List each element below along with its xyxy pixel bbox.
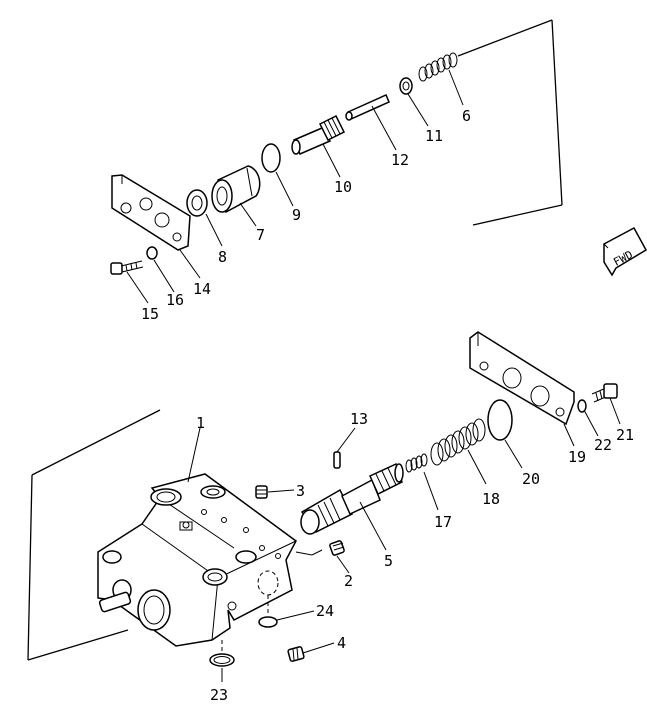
callout-9: 9 <box>292 206 301 224</box>
roll-pin <box>333 451 341 469</box>
plug-top <box>255 485 268 499</box>
valve-body <box>97 473 297 647</box>
cover-plate <box>469 331 575 426</box>
plug-side <box>329 540 345 556</box>
sleeve <box>211 165 261 214</box>
callout-1: 1 <box>196 414 205 432</box>
spring-upper <box>418 52 458 82</box>
plug-bottom <box>287 646 305 662</box>
callout-15: 15 <box>141 305 159 323</box>
fwd-arrow: FWD <box>603 226 647 277</box>
bolt-lower <box>591 383 618 403</box>
bolt-top <box>110 260 144 275</box>
callout-6: 6 <box>462 107 471 125</box>
spring-large <box>430 418 486 466</box>
lower-frame-lines <box>27 409 161 661</box>
leader-lines <box>126 69 621 682</box>
callout-17: 17 <box>434 513 452 531</box>
spring-small <box>405 453 428 473</box>
oring-23 <box>209 653 235 667</box>
callout-13: 13 <box>350 410 368 428</box>
pin <box>345 94 390 121</box>
oring-24 <box>258 616 278 628</box>
callout-7: 7 <box>256 226 265 244</box>
upper-frame-lines <box>457 19 563 226</box>
callout-16: 16 <box>166 291 184 309</box>
callout-5: 5 <box>384 552 393 570</box>
spool-upper <box>291 114 346 155</box>
callout-2: 2 <box>344 572 353 590</box>
callout-20: 20 <box>522 470 540 488</box>
callout-3: 3 <box>296 482 305 500</box>
callout-8: 8 <box>218 248 227 266</box>
callout-11: 11 <box>425 127 443 145</box>
washer-lower <box>577 399 587 413</box>
retainer <box>399 77 413 95</box>
callout-24: 24 <box>316 602 334 620</box>
spool-lower <box>300 462 404 535</box>
plate-top <box>111 174 191 251</box>
callout-22: 22 <box>594 436 612 454</box>
callout-12: 12 <box>391 151 409 169</box>
callout-23: 23 <box>210 686 228 704</box>
callout-18: 18 <box>482 490 500 508</box>
callout-4: 4 <box>337 634 346 652</box>
washer-top <box>146 246 158 260</box>
bearing <box>186 189 208 217</box>
callout-10: 10 <box>334 178 352 196</box>
callout-21: 21 <box>616 426 634 444</box>
callout-14: 14 <box>193 280 211 298</box>
callouts: 1 2 3 4 5 6 7 8 9 10 11 12 13 14 15 16 1… <box>141 107 634 704</box>
callout-19: 19 <box>568 448 586 466</box>
oring-upper <box>261 143 281 173</box>
oring-lower <box>487 399 513 441</box>
